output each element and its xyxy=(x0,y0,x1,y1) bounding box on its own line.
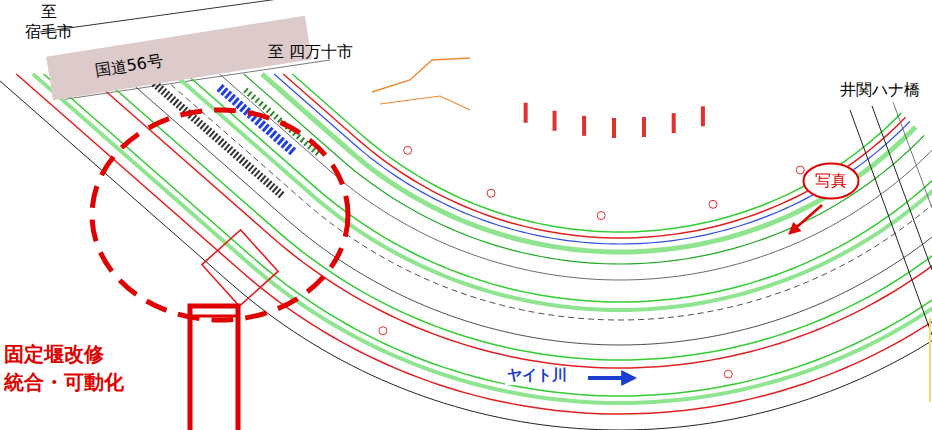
hatched-band xyxy=(243,88,318,154)
orange-boundary xyxy=(372,58,470,92)
river-lines xyxy=(0,74,932,430)
section-mark xyxy=(642,117,646,137)
road-lines xyxy=(40,0,470,110)
river-line xyxy=(174,74,932,310)
station-mark xyxy=(597,212,605,220)
bridge-line xyxy=(893,102,932,208)
section-mark xyxy=(672,113,676,133)
river-line xyxy=(33,74,932,403)
station-mark xyxy=(487,189,495,197)
bridge-lines xyxy=(850,102,932,335)
flow-arrow xyxy=(588,376,634,380)
photo-arrow xyxy=(790,205,822,233)
photo-ellipse: 写真 xyxy=(802,162,860,200)
ellipse-shape xyxy=(804,164,859,199)
gate-symbol xyxy=(190,306,238,430)
station-mark xyxy=(379,327,387,335)
bridge-name: 井関ハナ橋 xyxy=(838,80,922,100)
node-text: 国道56号 xyxy=(93,50,164,81)
river-line xyxy=(98,74,932,360)
gate-frame xyxy=(190,306,238,430)
river-line xyxy=(16,74,932,414)
river-line xyxy=(86,74,932,368)
edge-mark xyxy=(929,318,931,402)
plan-marks xyxy=(154,83,804,383)
station-mark xyxy=(724,370,732,378)
river-line xyxy=(274,74,910,244)
orange-boundary xyxy=(380,96,470,110)
bridge-line xyxy=(850,110,932,335)
river-line xyxy=(186,74,932,302)
section-mark xyxy=(524,103,528,123)
river-line xyxy=(220,74,932,280)
node-text: 写真 xyxy=(815,171,847,192)
weir-outline xyxy=(202,230,278,306)
river-line xyxy=(44,74,932,396)
section-mark xyxy=(553,111,557,131)
direction-label: 至 宿毛市 xyxy=(22,2,76,42)
project-note: 固定堰改修 統合・可動化 xyxy=(4,340,138,396)
station-mark xyxy=(404,146,412,154)
station-mark xyxy=(709,200,717,208)
hatched-band xyxy=(154,83,282,195)
section-mark xyxy=(582,116,586,136)
bridge-line xyxy=(872,106,932,270)
direction-label: 至 四万十市 xyxy=(268,42,353,62)
section-mark xyxy=(701,106,705,126)
river-name: ヤイト川 xyxy=(505,366,569,385)
gate-bar xyxy=(190,315,238,318)
river-line xyxy=(283,74,905,238)
river-line xyxy=(121,74,932,345)
section-mark xyxy=(612,118,616,138)
river-line xyxy=(0,74,932,430)
focus-ellipse xyxy=(92,110,348,320)
river-line xyxy=(262,74,916,252)
station-mark xyxy=(796,166,804,174)
